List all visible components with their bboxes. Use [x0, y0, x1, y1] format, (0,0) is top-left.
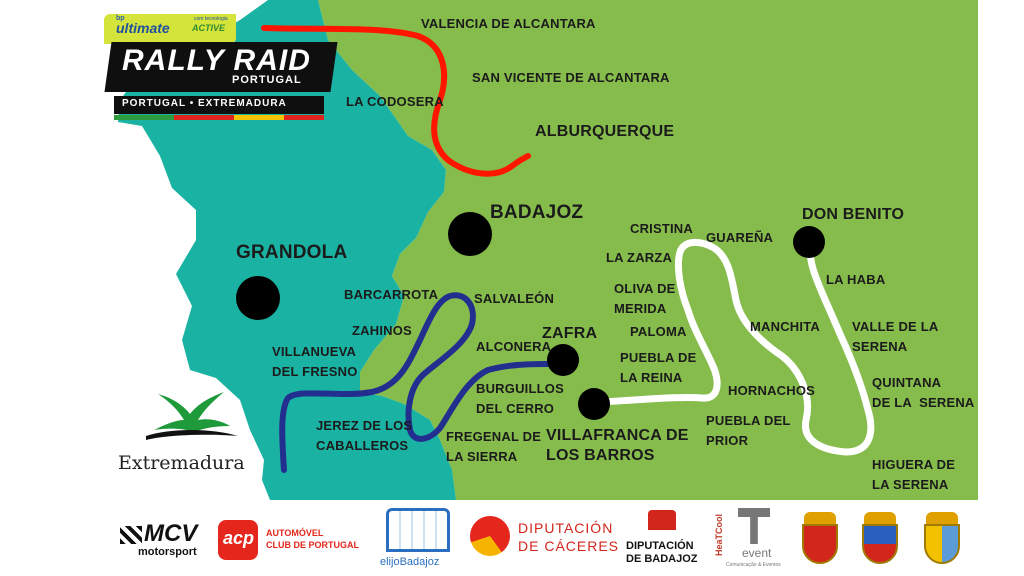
label-oliva: OLIVA DE MERIDA: [614, 281, 676, 316]
diputacion-badajoz-logo: DIPUTACIÓN DE BADAJOZ: [624, 508, 700, 570]
mcv-checker-icon: [120, 526, 142, 544]
flag-stripe-yellow: [234, 115, 284, 120]
extremadura-logo: Extremadura: [112, 390, 268, 482]
event-text: event: [742, 546, 772, 560]
event-sub: Comunicação & Eventos: [726, 562, 781, 568]
label-paloma: PALOMA: [630, 324, 687, 339]
label-puebla-reina: PUEBLA DE LA REINA: [620, 350, 697, 385]
flag-stripe-red: [174, 115, 234, 120]
acp-logo: acp AUTOMÓVEL CLUB DE PORTUGAL: [218, 520, 359, 560]
label-alburquerque: ALBURQUERQUE: [535, 123, 675, 140]
city-marker-badajoz: [448, 212, 492, 256]
label-villafranca: VILLAFRANCA DE LOS BARROS: [546, 427, 689, 464]
label-don-benito: DON BENITO: [802, 206, 905, 223]
diputacion-caceres-logo: DIPUTACIÓN DE CÁCERES: [470, 516, 620, 560]
heatcool-event-logo: HeaTCool event Comunicação & Eventos: [714, 506, 786, 572]
label-barcarrota: BARCARROTA: [344, 287, 439, 302]
label-valle: VALLE DE LA SERENA: [852, 319, 939, 354]
coat-of-arms-2-icon: [860, 512, 900, 568]
label-la-zarza: LA ZARZA: [606, 250, 673, 265]
rally-raid-logo: bp ultimate com tecnologia ACTIVE RALLY …: [104, 14, 338, 124]
shield-3: [924, 524, 960, 564]
label-puebla-prior: PUEBLA DEL PRIOR: [706, 413, 791, 448]
sponsor-bar: MCV motorsport acp AUTOMÓVEL CLUB DE POR…: [0, 500, 1024, 576]
label-quintana: QUINTANA DE LA SERENA: [872, 375, 975, 410]
label-salvaleon: SALVALEÓN: [474, 291, 555, 306]
label-manchita: MANCHITA: [750, 319, 820, 334]
flag-stripe-green: [114, 115, 174, 120]
route-blue: [279, 292, 553, 473]
crown-1: [804, 512, 836, 524]
shield-1: [802, 524, 838, 564]
label-alconera: ALCONERA: [476, 339, 552, 354]
map-canvas: [118, 0, 978, 500]
bp-text: bp: [116, 15, 125, 22]
route-band: [114, 96, 324, 114]
mcv-sub: motorsport: [138, 546, 197, 558]
rally-raid-title: RALLY RAID: [122, 44, 311, 77]
acp-line1: AUTOMÓVEL: [266, 528, 324, 538]
label-grandola: GRANDOLA: [236, 242, 348, 263]
active-text: ACTIVE: [192, 23, 226, 33]
portugal-region: [118, 0, 456, 500]
acp-badge: [218, 520, 258, 560]
extremadura-emblem-icon: [146, 392, 238, 440]
label-zahinos: ZAHINOS: [352, 323, 412, 338]
mcv-motorsport-logo: MCV motorsport: [120, 520, 206, 560]
route-red: [261, 25, 531, 177]
label-la-haba: LA HABA: [826, 272, 886, 287]
badajoz-line2: DE BADAJOZ: [626, 553, 698, 565]
crown-3: [926, 512, 958, 524]
rally-subtitle: PORTUGAL: [232, 74, 302, 86]
elijo-text: elijoBadajoz: [380, 556, 440, 568]
route-white: [596, 239, 875, 456]
caceres-emblem-icon: [470, 516, 510, 556]
coat-of-arms-1-icon: [800, 512, 840, 568]
coat-of-arms-3-icon: [920, 512, 964, 568]
mcv-text: MCV: [144, 520, 198, 547]
city-marker-zafra: [547, 344, 579, 376]
label-jerez: JEREZ DE LOS CABALLEROS: [316, 418, 413, 453]
tech-line: com tecnologia: [194, 16, 228, 22]
label-guarena: GUAREÑA: [706, 230, 774, 245]
city-marker-grandola: [236, 276, 280, 320]
acp-line2: CLUB DE PORTUGAL: [266, 540, 359, 550]
label-villanueva: VILLANUEVA DEL FRESNO: [272, 344, 358, 379]
heatcool-text: HeaTCool: [714, 513, 725, 557]
label-higuera: HIGUERA DE LA SERENA: [872, 457, 956, 492]
extremadura-wordmark: Extremadura: [118, 452, 245, 474]
badajoz-crown-icon: [648, 510, 676, 530]
label-fregenal: FREGENAL DE LA SIERRA: [446, 429, 542, 464]
city-marker-villafranca: [578, 388, 610, 420]
label-san-vicente: SAN VICENTE DE ALCANTARA: [472, 70, 670, 85]
ultimate-text: ultimate: [116, 20, 170, 36]
label-badajoz: BADAJOZ: [490, 202, 584, 223]
crown-2: [864, 512, 896, 524]
bp-ultimate-tag: [104, 14, 236, 44]
caceres-line1: DIPUTACIÓN: [518, 520, 614, 536]
caceres-line2: DE CÁCERES: [518, 538, 620, 554]
label-valencia: VALENCIA DE ALCANTARA: [421, 16, 596, 31]
label-cristina: CRISTINA: [630, 221, 693, 236]
route-band-text: PORTUGAL • EXTREMADURA: [122, 98, 287, 109]
label-zafra: ZAFRA: [542, 325, 598, 342]
shield-2: [862, 524, 898, 564]
badajoz-line1: DIPUTACIÓN: [626, 540, 694, 552]
event-t-icon: [738, 508, 770, 544]
elijo-badajoz-logo: elijoBadajoz: [380, 506, 460, 572]
city-marker-don-benito: [793, 226, 825, 258]
label-burguillos: BURGUILLOS DEL CERRO: [476, 381, 564, 416]
label-la-codosera: LA CODOSERA: [346, 94, 444, 109]
label-hornachos: HORNACHOS: [728, 383, 816, 398]
flag-stripe-red-2: [284, 115, 324, 120]
elijo-gate-icon: [386, 508, 450, 552]
acp-badge-text: acp: [223, 528, 255, 548]
